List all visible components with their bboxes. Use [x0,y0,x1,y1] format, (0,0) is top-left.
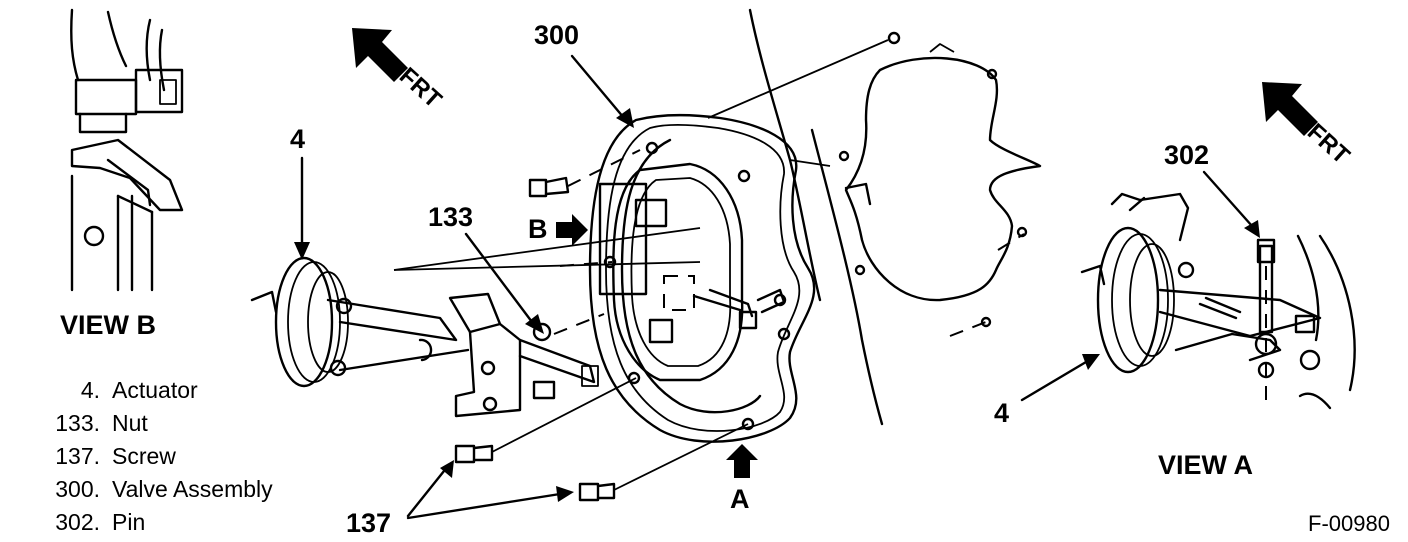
leader-133 [464,232,544,334]
callout-133: 133 [428,202,473,232]
main-actuator [250,256,470,388]
valve-assembly-plate [588,114,816,443]
legend-item: 133. Nut [30,407,273,440]
leader-302 [1202,170,1260,238]
actuator-bracket [448,292,599,418]
view-b-illustration [70,8,184,292]
leader-300 [570,54,634,128]
view-a-title: VIEW A [1158,450,1253,480]
view-b-title: VIEW B [60,310,156,340]
leader-bracket-lower [393,261,701,271]
parts-legend: 4. Actuator 133. Nut 137. Screw 300. Val… [30,374,273,539]
leader-bracket-upper [393,227,701,271]
legend-item: 302. Pin [30,506,273,539]
gasket-mount-path-b [949,321,987,337]
front-arrow-main: FRT [352,28,447,114]
callout-4-main: 4 [290,124,305,154]
legend-name: Screw [112,443,176,469]
view-b-marker-arrow [556,214,588,246]
legend-name: Pin [112,509,146,535]
leader-4-view-a [1020,354,1100,402]
figure-code: F-00980 [1308,511,1390,536]
legend-number: 302. [55,509,100,535]
valve-mount-path-b [567,149,641,187]
view-a-marker: A [730,484,750,514]
legend-number: 4. [80,377,100,403]
leader-4-main [294,156,310,260]
view-b-marker: B [528,214,548,244]
gasket [844,43,1042,328]
screw-137-left [454,444,494,464]
gasket-mount-path-a [997,233,1025,251]
valve-mount-path-a [559,261,613,267]
legend-name: Valve Assembly [112,476,273,502]
view-a-marker-arrow [726,444,758,478]
legend-item: 300. Valve Assembly [30,473,273,506]
legend-number: 300. [55,476,100,502]
nut-133-path [553,313,605,335]
legend-item: 137. Screw [30,440,273,473]
body-panel [707,8,901,426]
legend-item: 4. Actuator [30,374,273,407]
screw-137-right [578,482,616,502]
front-arrow-view-a: FRT [1262,82,1355,170]
legend-name: Actuator [112,377,198,403]
view-a-actuator [1080,192,1356,410]
leader-137 [406,460,574,520]
callout-4-view-a: 4 [994,398,1009,428]
screw-137-left-path [491,377,637,453]
legend-name: Nut [112,410,148,436]
screw-left-upper [528,176,570,198]
callout-302: 302 [1164,140,1209,170]
legend-number: 133. [55,410,100,436]
callout-137: 137 [346,508,391,538]
nut-133 [532,322,552,342]
legend-number: 137. [55,443,100,469]
screw-137-right-path [613,423,749,491]
callout-300: 300 [534,20,579,50]
